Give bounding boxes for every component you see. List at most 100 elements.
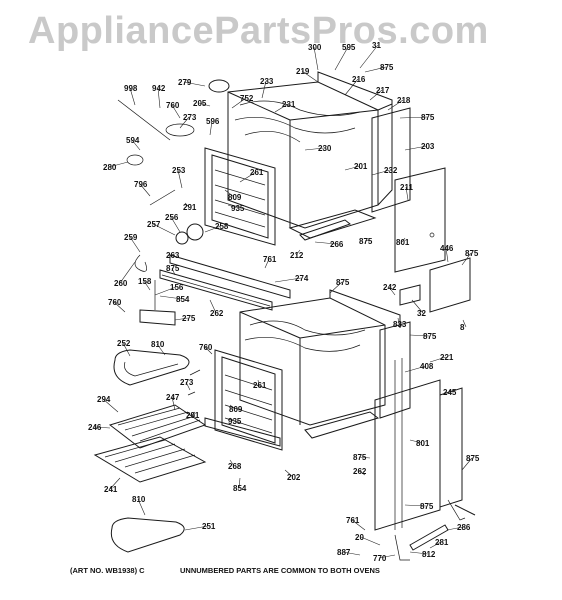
part-callout-230: 230 bbox=[318, 144, 332, 153]
callout-leader bbox=[191, 411, 196, 416]
callout-leader bbox=[113, 301, 126, 313]
watermark: AppliancePartsPros.com bbox=[28, 10, 489, 52]
callout-leader bbox=[284, 469, 294, 478]
part-callout-211: 211 bbox=[400, 183, 413, 192]
part-callout-242: 242 bbox=[383, 283, 397, 292]
part-callout-266: 266 bbox=[330, 240, 344, 249]
upper-right-panel bbox=[371, 107, 446, 273]
part-callout-833: 833 bbox=[393, 320, 407, 329]
part-callout-875: 875 bbox=[380, 63, 394, 72]
part-callout-216: 216 bbox=[352, 75, 366, 84]
callout-leader bbox=[185, 381, 191, 391]
callout-leader bbox=[274, 277, 302, 283]
part-callout-257: 257 bbox=[147, 220, 161, 229]
art-number: (ART NO. WB1938) C bbox=[70, 566, 145, 575]
part-callout-596: 596 bbox=[206, 117, 220, 126]
callout-leader bbox=[388, 286, 396, 296]
callout-leader bbox=[409, 551, 429, 555]
callout-leader bbox=[462, 319, 467, 328]
callout-leader bbox=[314, 241, 337, 245]
callout-leader bbox=[229, 417, 235, 422]
part-callout-245: 245 bbox=[443, 388, 457, 397]
callout-leader bbox=[313, 46, 319, 71]
part-callout-274: 274 bbox=[295, 274, 309, 283]
part-callout-156: 156 bbox=[170, 283, 184, 292]
part-callout-218: 218 bbox=[397, 96, 411, 105]
callout-leader bbox=[359, 44, 379, 69]
callout-leader bbox=[445, 247, 449, 263]
callout-leader bbox=[129, 87, 136, 106]
callout-leader bbox=[404, 365, 427, 373]
callout-leader bbox=[448, 389, 451, 393]
part-callout-875: 875 bbox=[166, 264, 180, 273]
callout-leader bbox=[231, 97, 247, 109]
part-callout-875: 875 bbox=[465, 249, 479, 258]
callout-leader bbox=[358, 470, 366, 476]
callout-leader bbox=[405, 186, 409, 201]
callout-leader bbox=[360, 536, 381, 546]
callout-leader bbox=[93, 426, 111, 429]
callout-leader bbox=[304, 147, 325, 151]
part-callout-8: 8 bbox=[460, 323, 465, 332]
part-callout-294: 294 bbox=[97, 395, 111, 404]
callout-leader bbox=[404, 145, 428, 151]
callout-leader bbox=[329, 281, 343, 294]
callout-leader bbox=[342, 551, 361, 556]
part-callout-770: 770 bbox=[373, 554, 387, 563]
upper-oven-front-frame bbox=[204, 147, 276, 246]
part-callout-810: 810 bbox=[132, 495, 146, 504]
part-callout-262: 262 bbox=[353, 467, 367, 476]
callout-leader bbox=[159, 295, 183, 300]
callout-leader bbox=[257, 379, 260, 386]
part-callout-300: 300 bbox=[308, 43, 322, 52]
callout-leader bbox=[358, 456, 371, 459]
callout-leader bbox=[109, 477, 121, 490]
callout-leader bbox=[397, 317, 400, 325]
lower-oven-cavity bbox=[239, 289, 401, 426]
callout-leader bbox=[177, 169, 183, 189]
part-callout-761: 761 bbox=[263, 255, 277, 264]
callout-leader bbox=[238, 477, 241, 489]
part-callout-219: 219 bbox=[296, 67, 310, 76]
lower-right-panel bbox=[374, 321, 463, 531]
part-callout-268: 268 bbox=[228, 462, 242, 471]
callout-leader bbox=[274, 103, 289, 113]
callout-leader bbox=[139, 183, 151, 197]
part-callout-760: 760 bbox=[108, 298, 122, 307]
part-callout-875: 875 bbox=[466, 454, 480, 463]
part-callout-205: 205 bbox=[193, 99, 207, 108]
part-callout-935: 935 bbox=[228, 417, 242, 426]
callout-leader bbox=[334, 46, 349, 71]
part-callout-875: 875 bbox=[421, 113, 435, 122]
callout-leader bbox=[351, 519, 366, 531]
callout-leader bbox=[371, 169, 391, 176]
part-callout-241: 241 bbox=[104, 485, 118, 494]
callout-leader bbox=[122, 342, 131, 357]
part-callout-251: 251 bbox=[202, 522, 216, 531]
callout-leader bbox=[378, 554, 396, 559]
callout-leader bbox=[261, 80, 267, 99]
part-callout-875: 875 bbox=[353, 453, 367, 462]
part-callout-998: 998 bbox=[124, 84, 138, 93]
upper-left-components bbox=[117, 79, 230, 326]
callout-leader bbox=[301, 70, 319, 83]
part-callout-810: 810 bbox=[151, 340, 165, 349]
callout-leader bbox=[171, 104, 181, 119]
callout-leader bbox=[170, 216, 181, 233]
callout-leader bbox=[344, 78, 359, 96]
callout-leader bbox=[224, 189, 235, 198]
part-callout-253: 253 bbox=[172, 166, 186, 175]
part-callout-875: 875 bbox=[423, 332, 437, 341]
common-parts-note: UNNUMBERED PARTS ARE COMMON TO BOTH OVEN… bbox=[180, 566, 380, 575]
callout-leader bbox=[152, 223, 176, 236]
callout-leader bbox=[156, 343, 166, 356]
callout-leader bbox=[184, 202, 190, 208]
callout-leader bbox=[229, 459, 235, 467]
callout-leader bbox=[129, 236, 141, 253]
part-callout-246: 246 bbox=[88, 423, 102, 432]
part-callout-275: 275 bbox=[182, 314, 196, 323]
callout-leader bbox=[204, 346, 213, 355]
part-callout-247: 247 bbox=[166, 393, 180, 402]
part-callout-233: 233 bbox=[260, 77, 274, 86]
callout-leader bbox=[179, 116, 190, 129]
